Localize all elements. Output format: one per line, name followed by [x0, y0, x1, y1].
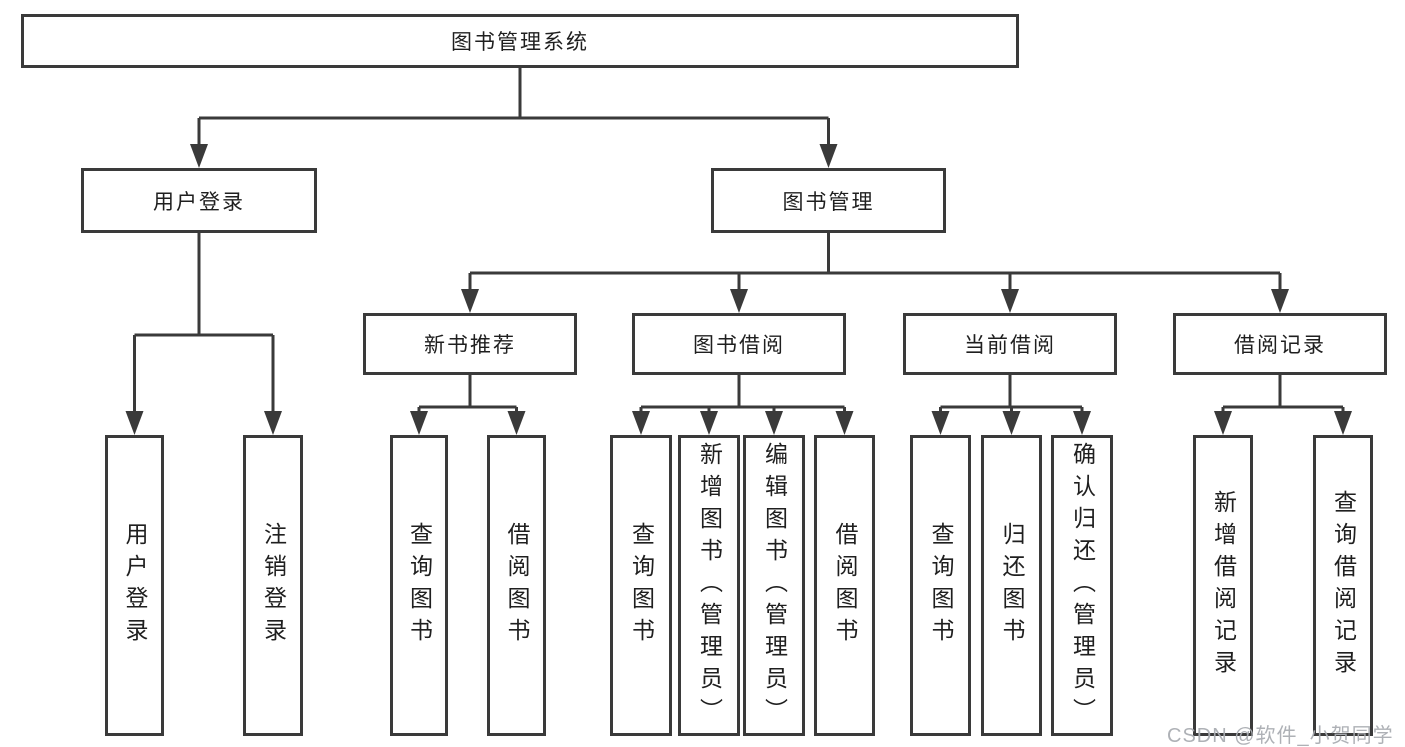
leaf-logout: 注销登录	[243, 435, 303, 736]
leaf-borrow-books-1-label: 借阅图书	[504, 521, 530, 650]
connector-book-management	[468, 233, 1282, 292]
node-borrow-records: 借阅记录	[1173, 313, 1387, 375]
csdn-watermark: CSDN @软件_小贺同学	[1167, 725, 1394, 747]
leaf-return-books-label: 归还图书	[999, 521, 1025, 650]
leaf-query-borrow-record: 查询借阅记录	[1313, 435, 1373, 736]
node-current-borrow-label: 当前借阅	[964, 334, 1056, 357]
leaf-add-borrow-record: 新增借阅记录	[1193, 435, 1253, 736]
node-book-borrow-label: 图书借阅	[693, 334, 785, 357]
leaf-query-books-1-label: 查询图书	[406, 521, 433, 650]
connector-root	[197, 68, 830, 148]
leaf-add-books-admin-label: 新增图书（管理员）	[696, 441, 723, 730]
leaf-borrow-books-2-label: 借阅图书	[832, 521, 858, 650]
node-borrow-records-label: 借阅记录	[1234, 334, 1326, 357]
arrowheads	[125, 144, 1352, 435]
leaf-confirm-return-admin-label: 确认归还（管理员）	[1069, 441, 1096, 730]
leaf-query-borrow-record-label: 查询借阅记录	[1330, 489, 1357, 682]
node-book-management: 图书管理	[711, 168, 946, 233]
leaf-borrow-books-1: 借阅图书	[487, 435, 546, 736]
leaf-edit-books-admin-label: 编辑图书（管理员）	[761, 441, 788, 730]
connector-new-books	[417, 375, 518, 414]
connector-current-borrow	[939, 375, 1084, 414]
node-library-system-label: 图书管理系统	[451, 31, 589, 54]
node-new-books-label: 新书推荐	[424, 334, 516, 357]
leaf-logout-label: 注销登录	[260, 521, 287, 650]
node-book-borrow: 图书借阅	[632, 313, 846, 375]
leaf-query-books-3: 查询图书	[910, 435, 971, 736]
connector-user-login	[133, 233, 275, 414]
node-library-system: 图书管理系统	[21, 14, 1019, 68]
connector-borrow-records	[1221, 375, 1345, 414]
leaf-query-books-1: 查询图书	[390, 435, 448, 736]
node-current-borrow: 当前借阅	[903, 313, 1117, 375]
leaf-return-books: 归还图书	[981, 435, 1042, 736]
leaf-add-books-admin: 新增图书（管理员）	[678, 435, 740, 736]
leaf-add-borrow-record-label: 新增借阅记录	[1210, 489, 1237, 682]
leaf-query-books-3-label: 查询图书	[928, 521, 954, 650]
node-user-login: 用户登录	[81, 168, 317, 233]
leaf-user-login-label: 用户登录	[122, 521, 148, 650]
leaf-query-books-2: 查询图书	[610, 435, 672, 736]
leaf-edit-books-admin: 编辑图书（管理员）	[743, 435, 805, 736]
leaf-confirm-return-admin: 确认归还（管理员）	[1051, 435, 1113, 736]
leaf-user-login: 用户登录	[105, 435, 164, 736]
leaf-query-books-2-label: 查询图书	[628, 521, 655, 650]
connector-book-borrow	[639, 375, 846, 414]
node-new-books: 新书推荐	[363, 313, 577, 375]
node-user-login-label: 用户登录	[153, 190, 245, 214]
node-book-management-label: 图书管理	[782, 190, 875, 214]
leaf-borrow-books-2: 借阅图书	[814, 435, 875, 736]
